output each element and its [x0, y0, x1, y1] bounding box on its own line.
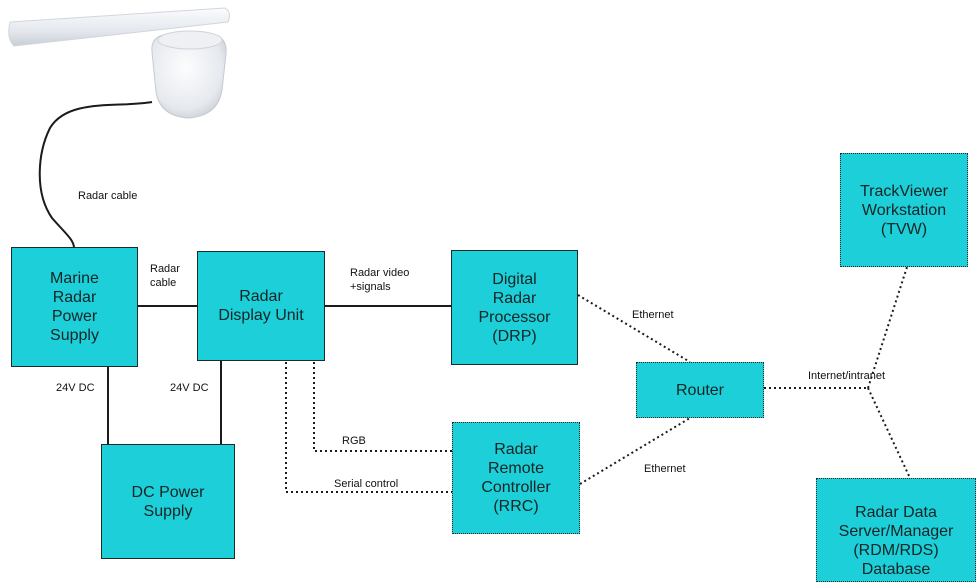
trackviewer-workstation-box: TrackViewer Workstation (TVW)	[840, 153, 968, 267]
drp-ethernet-line	[577, 294, 691, 363]
radar-video-label: Radar video +signals	[350, 267, 410, 293]
rds-branch-line	[867, 387, 911, 479]
radar-display-unit-box: Radar Display Unit	[197, 251, 325, 361]
radar-remote-controller-box: Radar Remote Controller (RRC)	[452, 422, 580, 534]
radar-cable-antenna-label: Radar cable	[78, 190, 138, 202]
dc-power-supply-box: DC Power Supply	[101, 444, 235, 559]
dc-24v-right-label: 24V DC	[170, 382, 209, 394]
internet-intranet-label: Internet/intranet	[808, 370, 886, 382]
router-box: Router	[636, 362, 764, 418]
antenna-cable-line	[38, 101, 153, 249]
serial-control-label: Serial control	[334, 478, 399, 490]
rgb-line	[313, 362, 452, 452]
rrc-ethernet-line	[579, 417, 691, 485]
serial-control-line	[285, 362, 452, 493]
digital-radar-processor-box: Digital Radar Processor (DRP)	[451, 250, 578, 365]
rgb-label: RGB	[342, 435, 366, 447]
tvw-branch-line	[867, 266, 908, 389]
radar-data-server-box: Radar Data Server/Manager (RDM/RDS) Data…	[816, 478, 976, 582]
dc-24v-left-label: 24V DC	[56, 382, 95, 394]
radar-cable-psu-label: Radar cable	[150, 263, 180, 289]
ethernet-rrc-label: Ethernet	[644, 463, 686, 475]
ethernet-drp-label: Ethernet	[632, 309, 674, 321]
radar-antenna-icon	[8, 7, 230, 119]
marine-radar-power-supply-box: Marine Radar Power Supply	[11, 247, 138, 367]
